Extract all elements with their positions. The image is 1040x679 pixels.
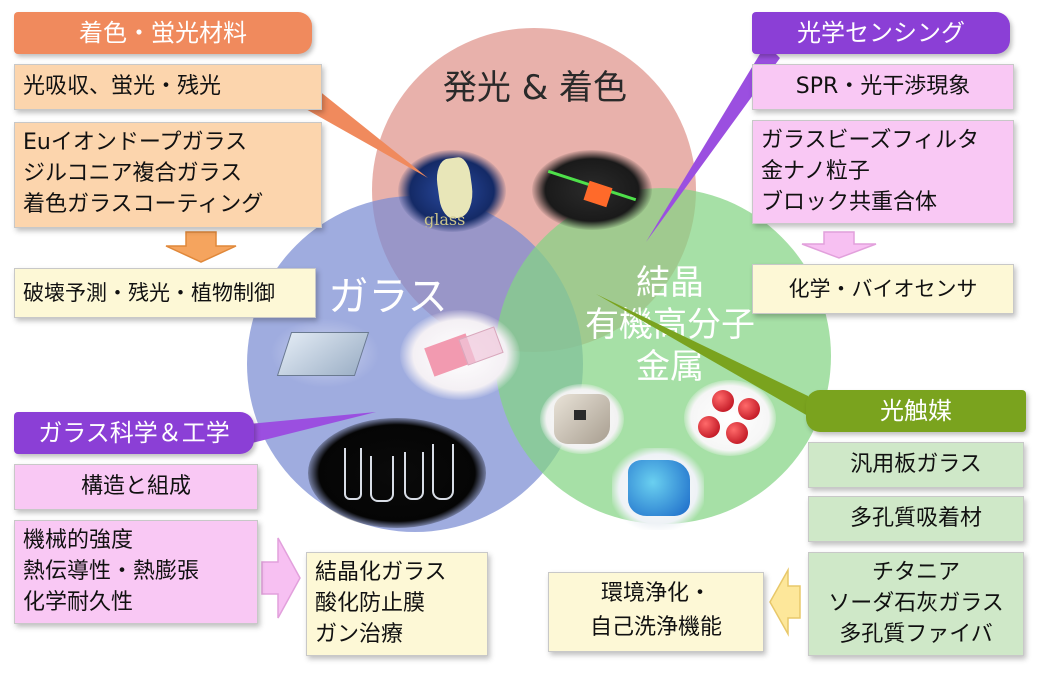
purple-pointer-bottom: [248, 412, 376, 444]
red-bead: [726, 422, 748, 444]
tag-photocatalyst: 光触媒: [806, 390, 1026, 432]
blue-film: [628, 460, 690, 516]
laser-crystal-photo: [532, 150, 652, 230]
box-fracture-prediction: 破壊予測・残光・植物制御: [14, 268, 316, 318]
box-spr-interference: SPR・光干渉現象: [752, 64, 1014, 110]
mineral-crystal-photo: [540, 384, 624, 454]
box-mechanical-properties: 機械的強度 熱伝導性・熱膨張 化学耐久性: [14, 520, 258, 624]
box-crystallized-glass: 結晶化ガラス 酸化防止膜 ガン治療: [306, 552, 488, 656]
glass-plate-photo: [270, 318, 380, 388]
tag-optical-sensing: 光学センシング: [752, 12, 1010, 54]
glass-cup: [432, 444, 454, 500]
tag-glass-science: ガラス科学＆工学: [14, 412, 254, 454]
orange-pointer: [304, 90, 428, 178]
red-bead: [712, 390, 734, 412]
box-structure-composition: 構造と組成: [14, 464, 258, 510]
glass-cup: [344, 448, 362, 500]
box-sensing-materials: ガラスビーズフィルタ 金ナノ粒子 ブロック共重合体: [752, 120, 1014, 224]
box-plate-glass: 汎用板ガラス: [808, 442, 1024, 488]
circle-title-glass: ガラス: [328, 274, 448, 320]
mineral-dark-spot: [574, 410, 586, 420]
pink-right-arrow: [261, 537, 301, 619]
glass-cup: [404, 452, 424, 500]
circle-title-light-emission: 発光 & 着色: [442, 68, 628, 108]
pink-glass-photo: [400, 310, 520, 400]
red-bead: [698, 416, 720, 438]
blue-film-photo: [612, 448, 704, 530]
glassware-photo: [308, 418, 486, 528]
glowing-glass-photo: glass: [398, 150, 506, 232]
purple-pointer-top: [646, 44, 780, 242]
pink-down-arrow: [801, 231, 877, 259]
box-light-absorption: 光吸収、蛍光・残光: [14, 64, 322, 110]
red-bead: [738, 398, 760, 420]
tag-coloring-fluorescent: 着色・蛍光材料: [14, 12, 312, 54]
red-beads-photo: [684, 380, 776, 456]
box-chem-bio-sensor: 化学・バイオセンサ: [752, 264, 1014, 314]
box-environmental-cleanup: 環境浄化・ 自己洗浄機能: [548, 572, 764, 652]
glass-cup: [370, 456, 394, 502]
glass-watermark-text: glass: [424, 210, 466, 229]
box-titania-list: チタニア ソーダ石灰ガラス 多孔質ファイバ: [808, 552, 1024, 656]
box-porous-adsorbent: 多孔質吸着材: [808, 496, 1024, 542]
circle-title-crystal: 結晶 有機高分子 金属: [585, 263, 755, 387]
yellow-left-arrow: [769, 567, 801, 637]
green-pointer: [596, 294, 808, 416]
box-doped-glass-list: Euイオンドープガラス ジルコニア複合ガラス 着色ガラスコーティング: [14, 122, 322, 228]
orange-down-arrow: [165, 231, 237, 263]
